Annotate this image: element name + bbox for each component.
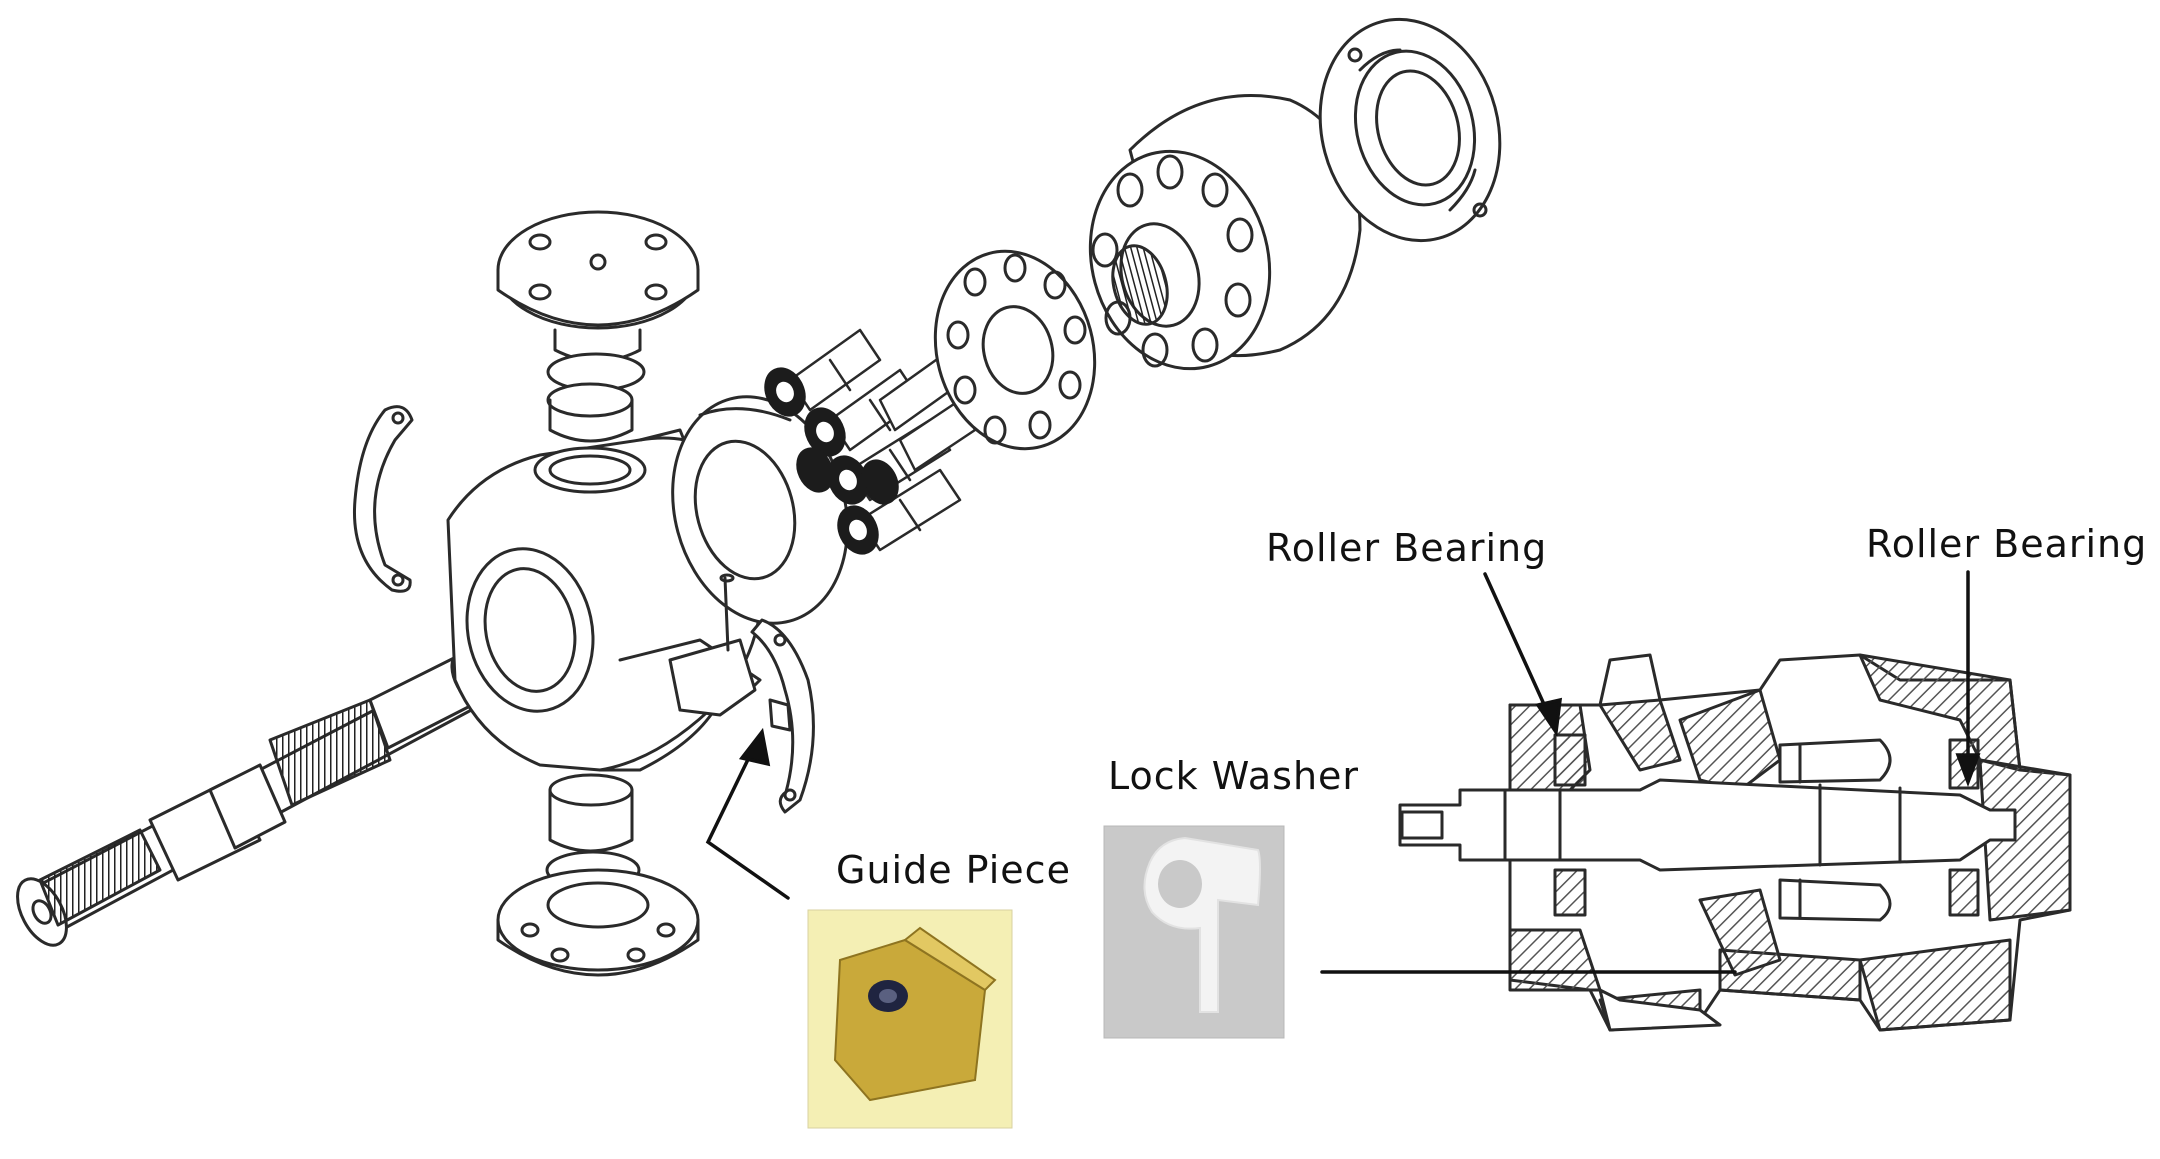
bottom-flange-cap	[496, 868, 700, 977]
drive-shaft	[16, 652, 492, 947]
cross-section-view	[1398, 653, 2072, 1032]
lock-washer-part-image	[1103, 825, 1285, 1039]
label-lock-washer: Lock Washer	[1108, 754, 1360, 798]
upper-bushing	[546, 352, 646, 443]
cylinder-block	[1088, 94, 1362, 371]
top-flange-cap	[496, 210, 700, 363]
label-guide-piece: Guide Piece	[836, 848, 1071, 892]
retainer-plate	[933, 249, 1097, 451]
guide-piece-part-image	[807, 909, 1013, 1129]
right-guide-bracket	[750, 618, 815, 814]
leader-guide-piece	[705, 727, 790, 900]
yoke-holder	[668, 573, 757, 717]
leader-roller-bearing-left	[1483, 572, 1563, 737]
roller-bearing-front	[1553, 733, 1587, 917]
left-guide-bracket	[352, 405, 414, 593]
leader-roller-bearing-right	[1955, 570, 1981, 788]
rear-valve-plate	[1318, 17, 1502, 243]
label-roller-bearing-right: Roller Bearing	[1866, 522, 2148, 566]
label-roller-bearing-left: Roller Bearing	[1266, 526, 1548, 570]
